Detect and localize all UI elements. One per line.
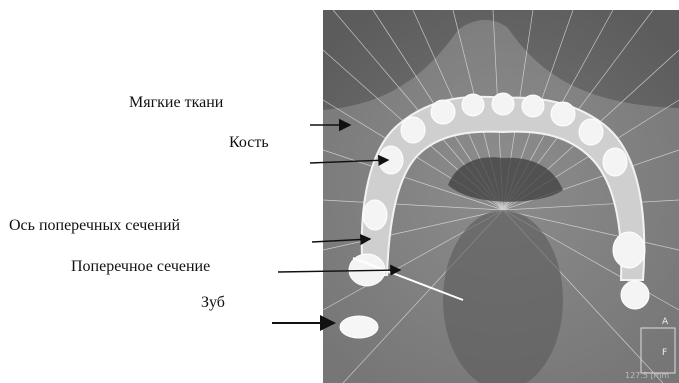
label-cross-section: Поперечное сечение xyxy=(71,258,210,276)
label-cross-section-axis: Ось поперечных сечений xyxy=(9,217,180,235)
label-soft-tissue: Мягкие ткани xyxy=(129,94,223,112)
tongue-region xyxy=(443,210,563,383)
scan-readout: 127.5 [mm xyxy=(625,371,669,380)
label-tooth: Зуб xyxy=(201,294,225,312)
label-bone: Кость xyxy=(229,134,269,152)
tooth-isolated xyxy=(340,316,378,338)
marker-f: F xyxy=(662,348,667,358)
ct-scan-image: A F xyxy=(323,10,679,383)
marker-a: A xyxy=(662,317,669,327)
